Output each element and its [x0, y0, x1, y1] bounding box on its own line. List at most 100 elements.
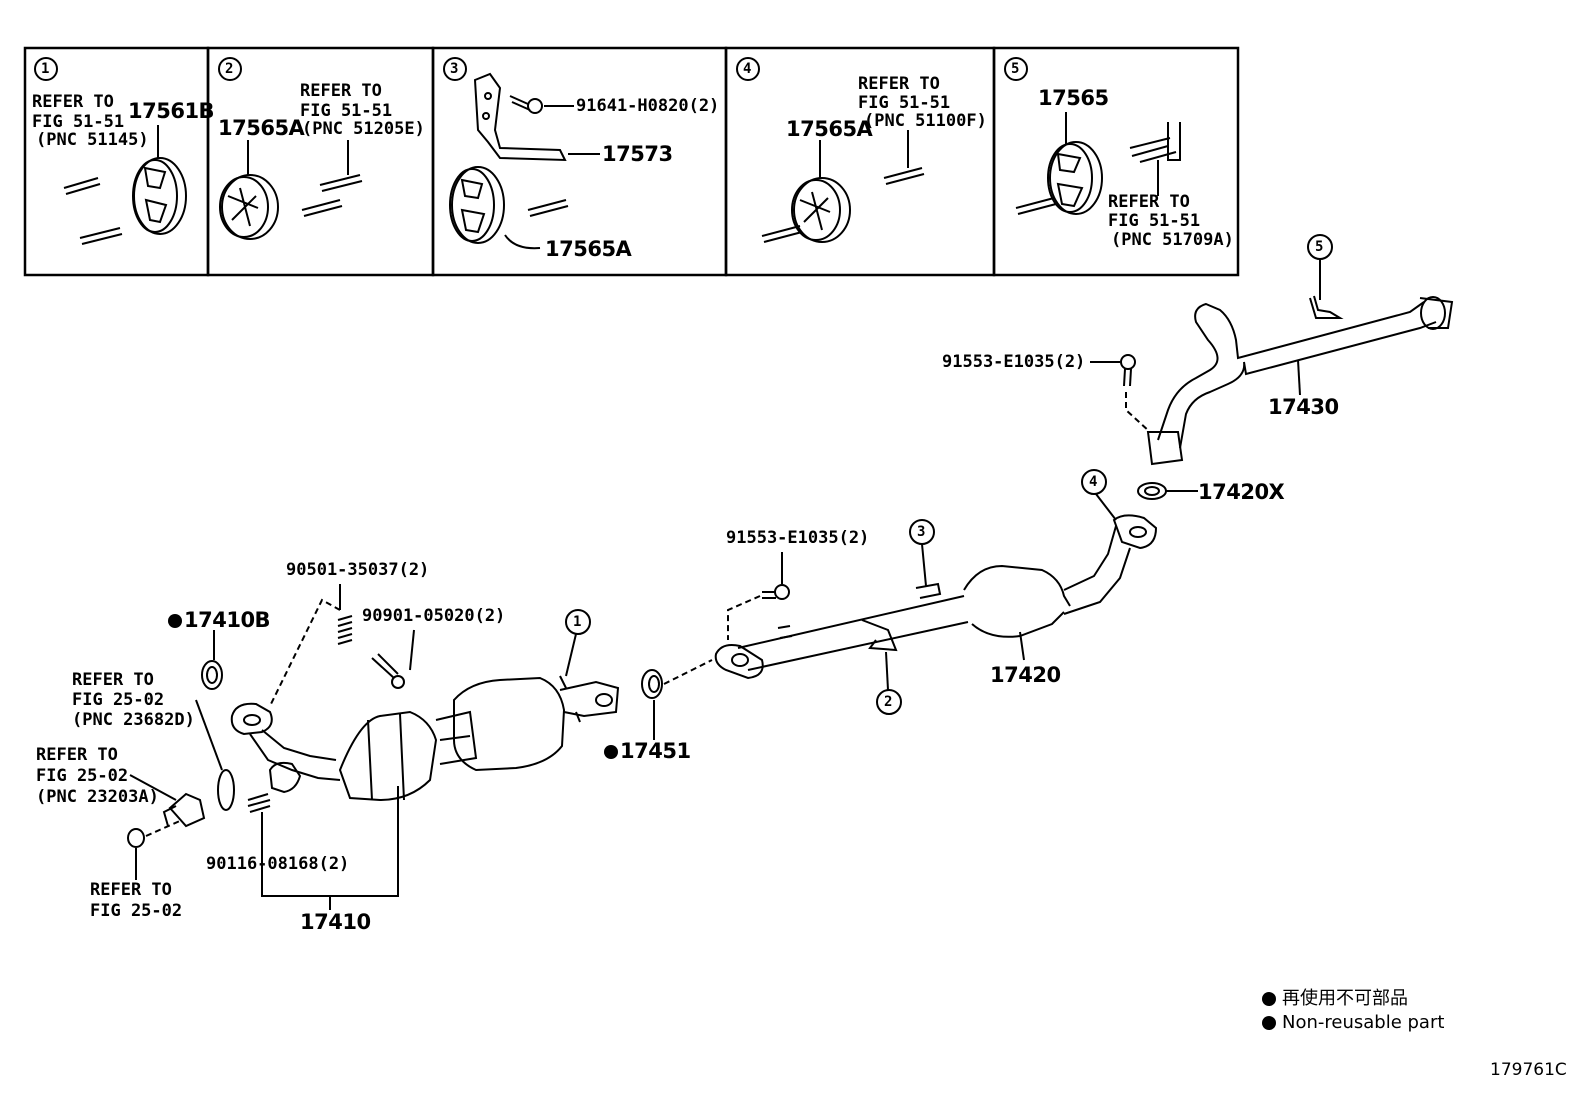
- part-17451: 17451: [604, 739, 691, 763]
- box5-refer-line3: (PNC 51709A): [1111, 230, 1234, 250]
- nut-bottom: [127, 819, 183, 848]
- box2-refer-line1: REFER TO: [300, 81, 382, 101]
- gasket-17451: [641, 659, 713, 699]
- callout-label-box5: 5: [1011, 61, 1020, 77]
- gasket-17410b: [201, 660, 223, 690]
- rod-box1-b: [79, 227, 123, 245]
- box5-refer-line1: REFER TO: [1108, 192, 1190, 212]
- bolt-91553-tail: [1120, 354, 1151, 433]
- box1-refer-line3: (PNC 51145): [36, 130, 149, 150]
- rod-box1-a: [63, 177, 101, 195]
- part-17565a-box4: 17565A: [786, 117, 873, 141]
- callout-circle-box4: [736, 57, 760, 81]
- legend-jp: 再使用不可部品: [1262, 987, 1408, 1011]
- center-pipe-17420: [714, 514, 1158, 680]
- front-pipe-17410: [230, 675, 620, 802]
- gasket-sensor: [217, 769, 235, 811]
- detail-box-5: [992, 46, 1240, 277]
- ref-a-line1: REFER TO: [72, 670, 154, 690]
- callout-circle-box5: [1004, 57, 1028, 81]
- hanger-rubber-17565: [1047, 141, 1103, 215]
- rod-box2-b: [301, 199, 343, 217]
- legend-en: Non-reusable part: [1262, 1011, 1444, 1035]
- part-17410: 17410: [300, 910, 371, 934]
- non-reusable-dot-17451: [604, 745, 618, 759]
- bolt-91641-label: 91641-H0820(2): [576, 96, 720, 116]
- part-17420: 17420: [990, 663, 1061, 687]
- bracket-17410: [261, 786, 399, 897]
- stud-90901-label: 90901-05020(2): [362, 606, 506, 626]
- legend-en-text: Non-reusable part: [1282, 1012, 1445, 1033]
- rod-box2-a: [319, 174, 363, 192]
- callout-label-3: 3: [917, 524, 926, 540]
- tail-pipe-17430: [1146, 295, 1454, 466]
- callout-circle-2: [876, 689, 902, 715]
- stud-90116: [247, 793, 271, 813]
- legend-jp-text: 再使用不可部品: [1282, 988, 1408, 1009]
- callout-circle-4: [1081, 469, 1107, 495]
- part-17430: 17430: [1268, 395, 1339, 419]
- gasket-17420x: [1137, 482, 1167, 500]
- callout-circle-1: [565, 609, 591, 635]
- ref-b-line3: (PNC 23203A): [36, 787, 159, 807]
- hanger-rubber-box4: [791, 177, 851, 243]
- box2-refer-line2: FIG 51-51: [300, 101, 393, 121]
- callout-label-2: 2: [884, 694, 893, 710]
- stud-90116-label: 90116-08168(2): [206, 854, 350, 874]
- part-17565: 17565: [1038, 86, 1109, 110]
- rod-box3: [527, 199, 569, 217]
- hanger-rubber-17561b: [132, 157, 187, 235]
- ref-a-line3: (PNC 23682D): [72, 710, 195, 730]
- non-reusable-dot-17410b: [168, 614, 182, 628]
- part-17451-number: 17451: [620, 739, 691, 763]
- sensor-23203a: [162, 792, 206, 828]
- hanger-rubber-box2: [219, 174, 279, 240]
- bolt-91553-center: [727, 584, 790, 640]
- part-17561b: 17561B: [128, 99, 215, 123]
- box4-refer-line3: (PNC 51100F): [864, 111, 987, 131]
- spring-90501: [269, 598, 353, 707]
- bolt-91641: [509, 95, 543, 114]
- callout-label-1: 1: [573, 614, 582, 630]
- legend-dot-en: [1262, 1016, 1276, 1030]
- callout-label-box3: 3: [450, 61, 459, 77]
- bracket-box5: [1129, 122, 1181, 163]
- part-17410b-number: 17410B: [184, 608, 271, 632]
- box2-refer-line3: (PNC 51205E): [302, 119, 425, 139]
- box1-refer-line2: FIG 51-51: [32, 112, 125, 132]
- detail-box-1: [23, 46, 210, 277]
- ref-c-line1: REFER TO: [90, 880, 172, 900]
- stud-90901: [371, 653, 405, 689]
- part-17565a-box2: 17565A: [218, 116, 305, 140]
- legend-dot-jp: [1262, 992, 1276, 1006]
- callout-circle-box1: [34, 57, 58, 81]
- part-17573: 17573: [602, 142, 673, 166]
- callout-circle-box2: [218, 57, 242, 81]
- figure-id: 179761C: [1490, 1060, 1567, 1080]
- callout-label-box4: 4: [743, 61, 752, 77]
- part-17565a-box3: 17565A: [545, 237, 632, 261]
- spring-90501-label: 90501-35037(2): [286, 560, 430, 580]
- ref-b-line1: REFER TO: [36, 745, 118, 765]
- part-17410b: 17410B: [168, 608, 271, 632]
- callout-circle-box3: [443, 57, 467, 81]
- rod-box4-a: [883, 167, 925, 185]
- bolt-91553-center-label: 91553-E1035(2): [726, 528, 870, 548]
- bolt-91553-tail-label: 91553-E1035(2): [942, 352, 1086, 372]
- callout-label-5: 5: [1315, 239, 1324, 255]
- part-17420x: 17420X: [1198, 480, 1285, 504]
- box1-refer-line1: REFER TO: [32, 92, 114, 112]
- ref-a-line2: FIG 25-02: [72, 690, 165, 710]
- hanger-rubber-box3: [449, 166, 505, 244]
- rod-box4-b: [761, 225, 803, 243]
- bracket-17573: [473, 72, 567, 162]
- box4-refer-line2: FIG 51-51: [858, 93, 951, 113]
- box5-refer-line2: FIG 51-51: [1108, 211, 1201, 231]
- box4-refer-line1: REFER TO: [858, 74, 940, 94]
- callout-label-4: 4: [1089, 474, 1098, 490]
- callout-label-box2: 2: [225, 61, 234, 77]
- ref-b-line2: FIG 25-02: [36, 766, 129, 786]
- ref-c-line2: FIG 25-02: [90, 901, 183, 921]
- rod-box5-a: [1015, 197, 1057, 215]
